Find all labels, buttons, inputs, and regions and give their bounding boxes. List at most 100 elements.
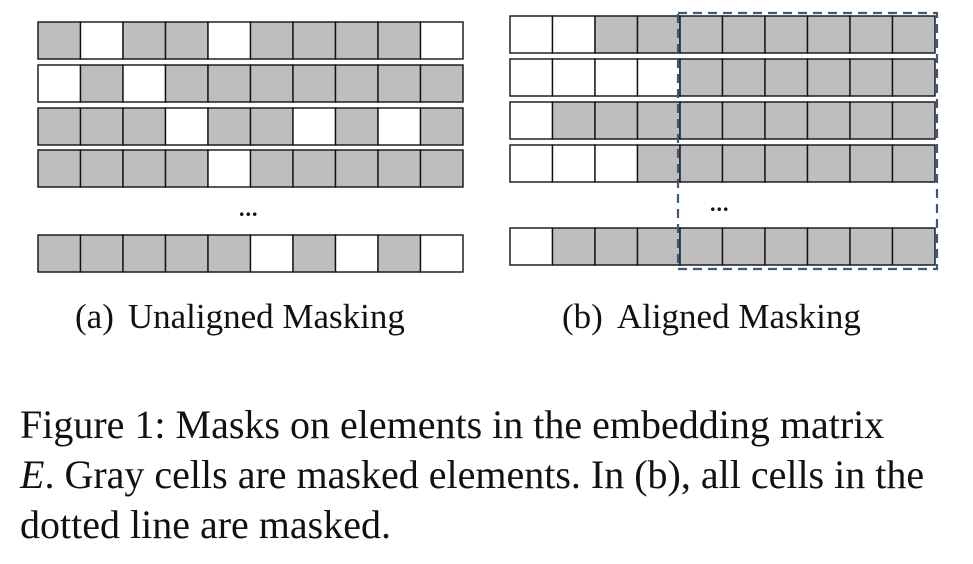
panel-b-cell-r3-c3 bbox=[636, 144, 681, 183]
panel-a-cell-r3-c5 bbox=[249, 149, 294, 188]
panel-a-cell-r2-c9 bbox=[419, 107, 464, 146]
panel-a-cell-r0-c3 bbox=[164, 21, 209, 60]
panel-b-title: Aligned Masking bbox=[616, 297, 861, 336]
panel-b-cell-r1-c1 bbox=[551, 58, 596, 97]
panel-a-cell-r0-c2 bbox=[122, 21, 167, 60]
panel-b-label: (b) bbox=[562, 297, 603, 336]
panel-b-cell-r2-c0 bbox=[509, 101, 554, 140]
panel-a-cell-r0-c5 bbox=[249, 21, 294, 60]
panel-a-cell-r3-c9 bbox=[419, 149, 464, 188]
panel-a-cell-r4-c6 bbox=[292, 234, 337, 273]
panel-a-cell-r0-c8 bbox=[377, 21, 422, 60]
panel-a-cell-r2-c6 bbox=[292, 107, 337, 146]
panel-a-cell-r2-c8 bbox=[377, 107, 422, 146]
panel-a-cell-r3-c7 bbox=[334, 149, 379, 188]
panel-b-cell-r3-c2 bbox=[594, 144, 639, 183]
panel-a-cell-r4-c2 bbox=[122, 234, 167, 273]
panel-a-cell-r0-c0 bbox=[37, 21, 82, 60]
panel-a-cell-r2-c4 bbox=[207, 107, 252, 146]
panel-a-cell-r1-c1 bbox=[79, 64, 124, 103]
panel-a-cell-r3-c0 bbox=[37, 149, 82, 188]
panel-a-cell-r4-c4 bbox=[207, 234, 252, 273]
panel-a-cell-r2-c5 bbox=[249, 107, 294, 146]
panel-a-cell-r4-c5 bbox=[249, 234, 294, 273]
panel-a-title: Unaligned Masking bbox=[127, 297, 405, 336]
panel-b-cell-r2-c2 bbox=[594, 101, 639, 140]
panel-a-cell-r0-c1 bbox=[79, 21, 124, 60]
panel-a-cell-r0-c7 bbox=[334, 21, 379, 60]
panel-b-cell-r2-c4 bbox=[679, 101, 724, 140]
panel-a-cell-r2-c3 bbox=[164, 107, 209, 146]
panel-b-cell-r4-c7 bbox=[806, 227, 851, 266]
panel-b-cell-r0-c2 bbox=[594, 15, 639, 54]
panel-a-cell-r4-c0 bbox=[37, 234, 82, 273]
panel-b-cell-r0-c3 bbox=[636, 15, 681, 54]
panel-a-cell-r3-c8 bbox=[377, 149, 422, 188]
panel-a-cell-r1-c9 bbox=[419, 64, 464, 103]
panel-b-cell-r1-c2 bbox=[594, 58, 639, 97]
figure-graphic bbox=[37, 11, 939, 273]
panel-a-cell-r0-c9 bbox=[419, 21, 464, 60]
panel-a-cell-r2-c7 bbox=[334, 107, 379, 146]
panel-b-cell-r0-c9 bbox=[891, 15, 936, 54]
panel-b-cell-r1-c3 bbox=[636, 58, 681, 97]
panel-b-cell-r2-c9 bbox=[891, 101, 936, 140]
panel-b-cell-r1-c6 bbox=[764, 58, 809, 97]
panel-a-grid bbox=[37, 21, 464, 273]
panel-b-cell-r3-c5 bbox=[721, 144, 766, 183]
panel-b-cell-r2-c7 bbox=[806, 101, 851, 140]
panel-b-dashed-box bbox=[676, 11, 939, 271]
panel-a-cell-r3-c6 bbox=[292, 149, 337, 188]
panel-a-cell-r3-c4 bbox=[207, 149, 252, 188]
panel-b-cell-r4-c4 bbox=[679, 227, 724, 266]
panel-a-cell-r3-c2 bbox=[122, 149, 167, 188]
panel-a-cell-r4-c1 bbox=[79, 234, 124, 273]
panel-b-cell-r3-c1 bbox=[551, 144, 596, 183]
panel-a-cell-r1-c6 bbox=[292, 64, 337, 103]
panel-b-grid bbox=[509, 11, 939, 271]
panel-a-cell-r4-c3 bbox=[164, 234, 209, 273]
panel-a-cell-r3-c1 bbox=[79, 149, 124, 188]
panel-b-cell-r4-c6 bbox=[764, 227, 809, 266]
panel-b-cell-r3-c7 bbox=[806, 144, 851, 183]
panel-b-cell-r3-c9 bbox=[891, 144, 936, 183]
panel-a-label: (a) bbox=[75, 297, 114, 336]
panel-a-cell-r4-c8 bbox=[377, 234, 422, 273]
panel-b-cell-r1-c7 bbox=[806, 58, 851, 97]
panel-b-cell-r4-c0 bbox=[509, 227, 554, 266]
panel-b-cell-r4-c8 bbox=[849, 227, 894, 266]
panel-b-cell-r0-c5 bbox=[721, 15, 766, 54]
panel-a-cell-r0-c6 bbox=[292, 21, 337, 60]
panel-b-cell-r0-c7 bbox=[806, 15, 851, 54]
panel-b-cell-r4-c3 bbox=[636, 227, 681, 266]
panel-a-ellipsis: ... bbox=[239, 196, 259, 221]
panel-a-cell-r1-c0 bbox=[37, 64, 82, 103]
panel-b-cell-r0-c4 bbox=[679, 15, 724, 54]
panel-a-cell-r3-c3 bbox=[164, 149, 209, 188]
panel-b-cell-r0-c8 bbox=[849, 15, 894, 54]
panel-b-cell-r0-c0 bbox=[509, 15, 554, 54]
panel-a-cell-r1-c4 bbox=[207, 64, 252, 103]
panel-b-cell-r1-c9 bbox=[891, 58, 936, 97]
panel-a-cell-r2-c2 bbox=[122, 107, 167, 146]
caption-prefix: Figure 1: Masks on elements in the embed… bbox=[20, 402, 885, 447]
panel-b-cell-r2-c5 bbox=[721, 101, 766, 140]
panel-b-cell-r4-c1 bbox=[551, 227, 596, 266]
panel-b-cell-r2-c1 bbox=[551, 101, 596, 140]
panel-b-cell-r0-c1 bbox=[551, 15, 596, 54]
caption-symbol: E bbox=[20, 452, 45, 497]
panel-b-cell-r3-c8 bbox=[849, 144, 894, 183]
panel-a-cell-r4-c7 bbox=[334, 234, 379, 273]
panel-b-cell-r2-c3 bbox=[636, 101, 681, 140]
panel-a-subcaption: (a) Unaligned Masking bbox=[75, 297, 405, 337]
panel-b-cell-r1-c5 bbox=[721, 58, 766, 97]
panel-a-cell-r4-c9 bbox=[419, 234, 464, 273]
panel-b-cell-r1-c8 bbox=[849, 58, 894, 97]
panel-b-subcaption: (b) Aligned Masking bbox=[562, 297, 861, 337]
panel-b-cell-r2-c6 bbox=[764, 101, 809, 140]
panel-a-cell-r2-c1 bbox=[79, 107, 124, 146]
panel-b-cell-r1-c0 bbox=[509, 58, 554, 97]
panel-a-cell-r1-c2 bbox=[122, 64, 167, 103]
figure-caption: Figure 1: Masks on elements in the embed… bbox=[20, 400, 965, 550]
panel-a-cell-r1-c8 bbox=[377, 64, 422, 103]
